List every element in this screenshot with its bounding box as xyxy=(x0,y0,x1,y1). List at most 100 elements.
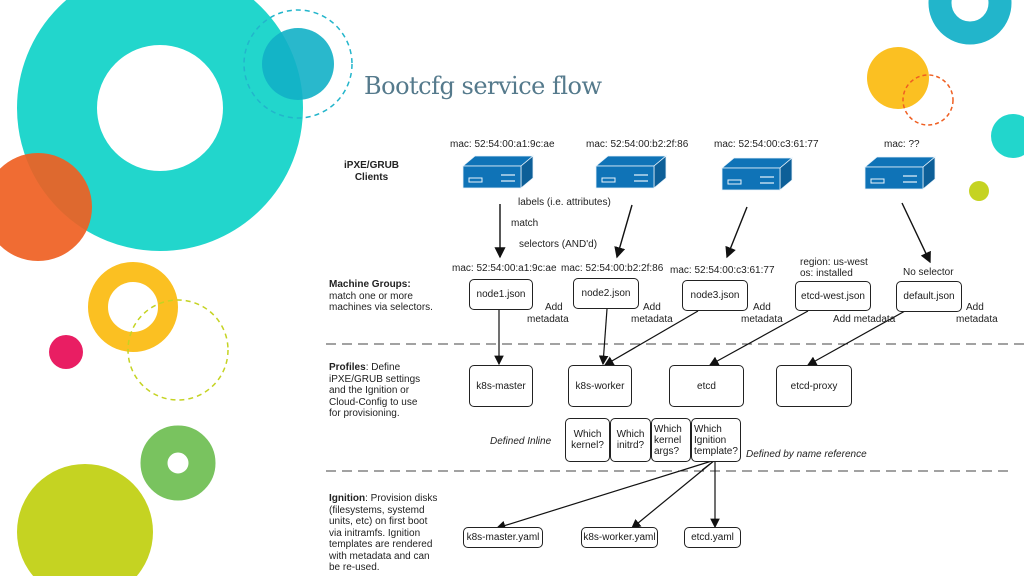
ignition-desc-line: with metadata and can xyxy=(329,550,430,562)
field-text: Ignition xyxy=(694,434,727,446)
match-text: match xyxy=(511,218,539,229)
teal-ring xyxy=(17,0,303,251)
add-metadata-text: Add xyxy=(544,302,563,313)
field-text: args? xyxy=(654,445,680,457)
profiles-desc-line: Cloud-Config to use xyxy=(329,396,418,408)
add-metadata-text: Add xyxy=(643,302,661,313)
groups-desc-line: match one or more xyxy=(329,290,413,302)
template-k8s-worker[interactable]: k8s-worker.yaml xyxy=(581,527,658,548)
profiles-desc-line: for provisioning. xyxy=(329,408,400,419)
field-text: initrd? xyxy=(616,440,645,451)
arrow-etcd-west-etcd xyxy=(708,310,809,366)
profile-k8s-master[interactable]: k8s-master xyxy=(469,365,533,407)
profile-etcd[interactable]: etcd xyxy=(669,365,744,407)
server-icon xyxy=(864,156,936,190)
profiles-desc-line: iPXE/GRUB settings xyxy=(329,373,421,385)
group-selector-label: mac: 52:54:00:b2:2f:86 xyxy=(561,263,664,274)
arrow-node2-k8s-worker xyxy=(598,308,609,366)
top-right-blue-ring xyxy=(928,0,1012,45)
orange-dashed-ring xyxy=(902,74,954,126)
pink-dot xyxy=(49,335,83,369)
arrow-client3-group xyxy=(725,206,748,259)
defined-by-reference-label: Defined by name reference xyxy=(746,449,867,460)
server-icon xyxy=(721,157,793,191)
clients-heading: iPXE/GRUB xyxy=(344,160,400,171)
selectors-text: selectors (AND'd) xyxy=(519,239,598,250)
client-mac-label: mac: ?? xyxy=(884,139,920,150)
add-metadata-label: Add metadata xyxy=(833,314,896,325)
add-metadata-text: Add xyxy=(966,302,984,313)
add-metadata-text: metadata xyxy=(631,314,673,325)
profile-k8s-worker[interactable]: k8s-worker xyxy=(568,365,632,407)
lime-dashed-ring xyxy=(127,299,229,401)
group-selector-label: mac: 52:54:00:a1:9c:ae xyxy=(452,263,557,274)
client-mac-label: mac: 52:54:00:a1:9c:ae xyxy=(450,139,555,150)
arrow-template-k8s-master-yaml xyxy=(495,459,716,531)
green-ring xyxy=(140,425,216,501)
defined-inline-label: Defined Inline xyxy=(490,436,552,447)
profiles-heading: Profiles xyxy=(329,362,366,373)
groups-desc-line: machines via selectors. xyxy=(329,302,433,313)
server-icon xyxy=(462,155,534,189)
group-node2[interactable]: node2.json xyxy=(573,278,639,309)
group-selector-label: mac: 52:54:00:c3:61:77 xyxy=(670,265,775,276)
ignition-desc-line: templates are rendered xyxy=(329,539,433,550)
ignition-desc-line: : Provision disks xyxy=(365,493,438,504)
lime-dot-right xyxy=(969,181,989,201)
group-selector-label: region: us-west xyxy=(800,257,868,268)
field-text: kernel? xyxy=(571,440,604,451)
group-etcd-west[interactable]: etcd-west.json xyxy=(795,281,871,311)
profile-etcd-proxy[interactable]: etcd-proxy xyxy=(776,365,852,407)
groups-section-label: Machine Groups: match one or more machin… xyxy=(329,279,433,314)
ignition-desc-line: (filesystems, systemd xyxy=(329,504,425,516)
arrow-client2-group xyxy=(614,204,633,259)
group-node1[interactable]: node1.json xyxy=(469,279,533,310)
blue-circle xyxy=(262,28,334,100)
blue-dashed-ring xyxy=(243,9,353,119)
lime-circle xyxy=(17,464,153,576)
add-metadata-text: Add xyxy=(753,302,771,313)
group-selector-label: No selector xyxy=(903,267,954,278)
template-etcd[interactable]: etcd.yaml xyxy=(684,527,741,548)
ignition-desc-line: units, etc) on first boot xyxy=(329,516,428,527)
arrow-node3-k8s-worker xyxy=(603,310,699,366)
add-metadata-text: metadata xyxy=(741,314,783,325)
server-icon xyxy=(595,155,667,189)
field-text: Which xyxy=(654,423,682,435)
ignition-section-label: Ignition: Provision disks (filesystems, … xyxy=(329,493,437,574)
teal-circle-right xyxy=(991,114,1024,158)
client-mac-label: mac: 52:54:00:c3:61:77 xyxy=(714,139,819,150)
profiles-section-label: Profiles: Define iPXE/GRUB settings and … xyxy=(329,362,420,420)
add-metadata-text: metadata xyxy=(956,314,998,325)
arrow-template-k8s-worker-yaml xyxy=(631,459,716,529)
field-text: Which xyxy=(616,429,645,440)
ignition-desc-line: via initramfs. Ignition xyxy=(329,527,421,539)
page-title: Bootcfg service flow xyxy=(364,72,602,100)
arrow-default-etcd-proxy xyxy=(806,310,906,366)
add-metadata-text: metadata xyxy=(527,314,569,325)
profiles-desc-line: : Define xyxy=(365,362,401,373)
group-node3[interactable]: node3.json xyxy=(682,280,748,311)
template-k8s-master[interactable]: k8s-master.yaml xyxy=(463,527,543,548)
yellow-ring xyxy=(88,262,178,352)
client-mac-label: mac: 52:54:00:b2:2f:86 xyxy=(586,139,689,150)
field-text: template? xyxy=(694,445,738,457)
yellow-circle-right xyxy=(867,47,929,109)
profiles-desc-line: and the Ignition or xyxy=(329,385,410,396)
field-text: kernel xyxy=(654,434,682,446)
labels-text: labels (i.e. attributes) xyxy=(518,197,611,208)
ignition-heading: Ignition xyxy=(329,493,366,504)
orange-circle xyxy=(0,153,92,261)
group-default[interactable]: default.json xyxy=(896,281,962,312)
arrow-client4-group xyxy=(901,202,931,264)
clients-section-label: iPXE/GRUB Clients xyxy=(344,160,399,183)
